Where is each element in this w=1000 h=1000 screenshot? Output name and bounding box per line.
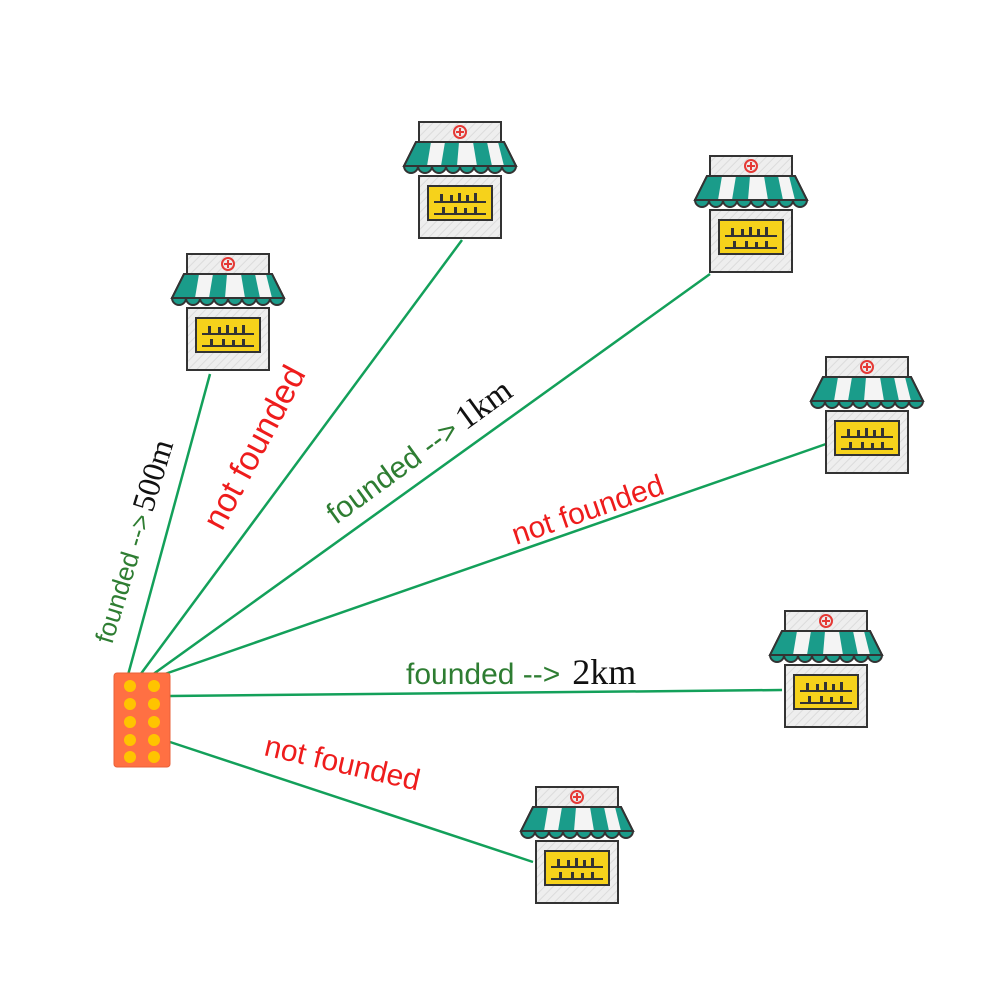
pill-pack-icon	[113, 672, 171, 768]
connection-label-1: founded -->500m	[84, 435, 180, 647]
connection-label-5: founded -->2km	[406, 652, 636, 692]
connection-line-4	[161, 442, 827, 677]
pharmacy-shop-icon	[403, 121, 517, 239]
connection-line-3	[151, 272, 711, 677]
pharmacy-shop-icon	[810, 356, 924, 474]
pharmacy-shop-icon	[171, 253, 285, 371]
connection-label-3: founded -->1km	[319, 372, 519, 532]
connection-label-6: not founded	[261, 730, 423, 798]
connection-label-4: not founded	[508, 469, 669, 552]
connection-lines	[126, 239, 827, 864]
connection-line-5	[169, 688, 783, 698]
connection-line-1	[126, 373, 212, 676]
connection-line-6	[169, 740, 534, 864]
pharmacy-shop-icon	[769, 610, 883, 728]
pharmacy-shop-icon	[694, 155, 808, 273]
pharmacy-shop-icon	[520, 786, 634, 904]
connection-line-2	[138, 239, 464, 676]
connection-label-2: not founded	[196, 359, 314, 535]
